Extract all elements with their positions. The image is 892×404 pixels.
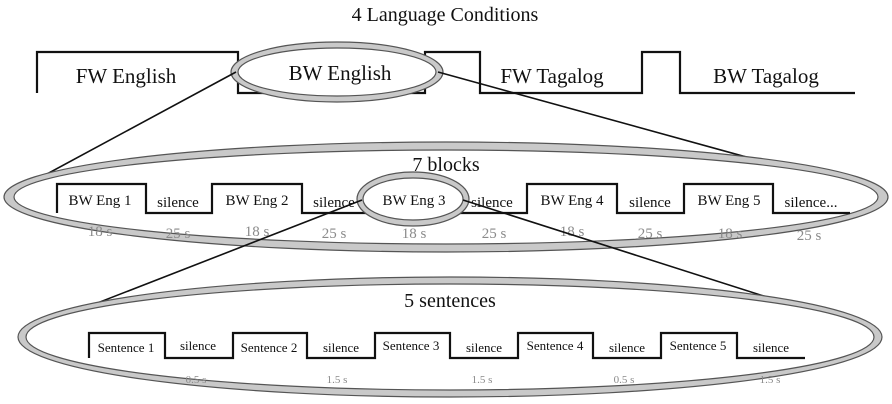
sentences-waveform bbox=[87, 331, 805, 360]
block-segment-5: BW Eng 3 bbox=[382, 193, 445, 209]
block-segment-8: silence bbox=[629, 195, 671, 211]
sentence-segment-6: silence bbox=[466, 340, 502, 355]
block-segment-1: BW Eng 1 bbox=[68, 193, 131, 209]
sentence-segment-1: Sentence 1 bbox=[98, 340, 155, 355]
conditions-waveform bbox=[35, 50, 855, 95]
block-duration-2: 25 s bbox=[166, 226, 191, 242]
condition-label-2-highlighted: BW English bbox=[289, 61, 392, 85]
sentence-segment-4: silence bbox=[323, 340, 359, 355]
sentence-segment-8: silence bbox=[609, 340, 645, 355]
sentence-duration-2: 1.5 s bbox=[327, 374, 348, 386]
block-segment-10: silence... bbox=[785, 195, 838, 211]
block-duration-1: 18 s bbox=[88, 224, 113, 240]
block-duration-10: 25 s bbox=[797, 228, 822, 244]
block-duration-3: 18 s bbox=[245, 224, 270, 240]
block-segment-2: silence bbox=[157, 195, 199, 211]
sentence-segment-2: silence bbox=[180, 338, 216, 353]
block-segment-3: BW Eng 2 bbox=[225, 193, 288, 209]
block-segment-7: BW Eng 4 bbox=[540, 193, 604, 209]
block-segment-9: BW Eng 5 bbox=[697, 193, 760, 209]
sentence-segment-5: Sentence 3 bbox=[383, 338, 440, 353]
condition-label-1: FW English bbox=[76, 64, 177, 88]
condition-label-4: BW Tagalog bbox=[713, 64, 819, 88]
sentence-segment-3: Sentence 2 bbox=[241, 340, 298, 355]
block-duration-4: 25 s bbox=[322, 226, 347, 242]
diagram-title: 4 Language Conditions bbox=[352, 4, 539, 26]
sentence-segment-9: Sentence 5 bbox=[670, 338, 727, 353]
sentence-segment-10: silence bbox=[753, 340, 789, 355]
block-segment-4: silence bbox=[313, 195, 355, 211]
block-duration-8: 25 s bbox=[638, 226, 663, 242]
block-duration-6: 25 s bbox=[482, 226, 507, 242]
sentence-duration-3: 1.5 s bbox=[472, 374, 493, 386]
sentences-title: 5 sentences bbox=[404, 290, 496, 312]
sentence-duration-1: 0.5 s bbox=[186, 374, 207, 386]
condition-label-3: FW Tagalog bbox=[500, 64, 604, 88]
sentence-duration-4: 0.5 s bbox=[614, 374, 635, 386]
sentence-segment-7: Sentence 4 bbox=[527, 338, 584, 353]
block-duration-9: 18 s bbox=[718, 226, 743, 242]
block-segment-6: silence bbox=[471, 195, 513, 211]
block-duration-5: 18 s bbox=[402, 226, 427, 242]
blocks-title: 7 blocks bbox=[412, 154, 479, 176]
sentence-duration-5: 1.5 s bbox=[760, 374, 781, 386]
